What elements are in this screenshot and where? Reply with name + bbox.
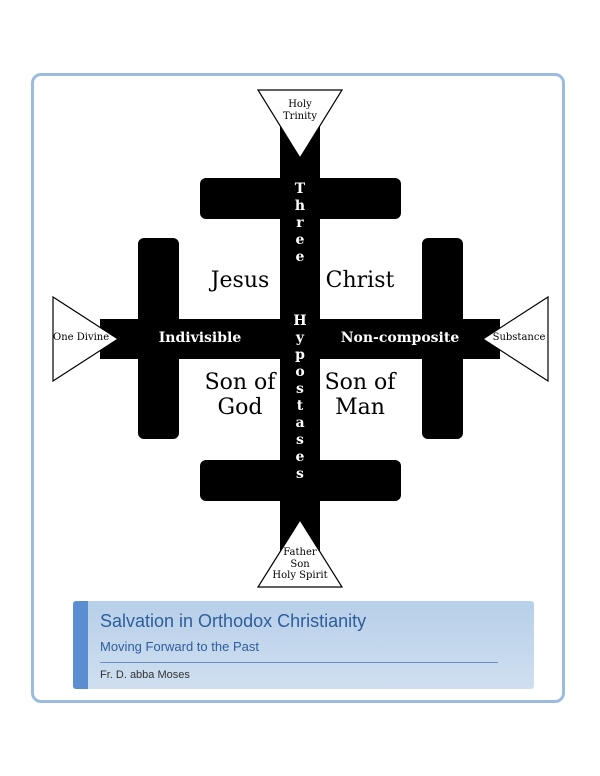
- cross-right-bar: [422, 238, 463, 439]
- quadrant-christ: Christ: [325, 268, 395, 293]
- document-title: Salvation in Orthodox Christianity: [100, 611, 367, 631]
- left-triangle: [52, 295, 120, 383]
- document-author: Fr. D. abba Moses: [100, 669, 190, 681]
- top-triangle: [256, 89, 344, 160]
- left-arm-label: Indivisible: [158, 330, 242, 346]
- banner-divider: [100, 662, 498, 663]
- document-subtitle: Moving Forward to the Past: [100, 639, 259, 654]
- left-triangle-label: One Divine: [53, 332, 110, 343]
- right-triangle: [481, 295, 549, 383]
- quadrant-jesus: Jesus: [210, 268, 270, 293]
- cross-top-bar: [200, 178, 401, 219]
- cross-left-bar: [138, 238, 179, 439]
- right-triangle-label: Substance: [492, 332, 546, 343]
- banner-accent-bar: [73, 601, 88, 689]
- cross-bottom-bar: [200, 460, 401, 501]
- right-arm-label: Non-composite: [340, 330, 460, 346]
- bottom-triangle: [256, 518, 344, 588]
- title-banner: Salvation in Orthodox Christianity Movin…: [73, 601, 534, 689]
